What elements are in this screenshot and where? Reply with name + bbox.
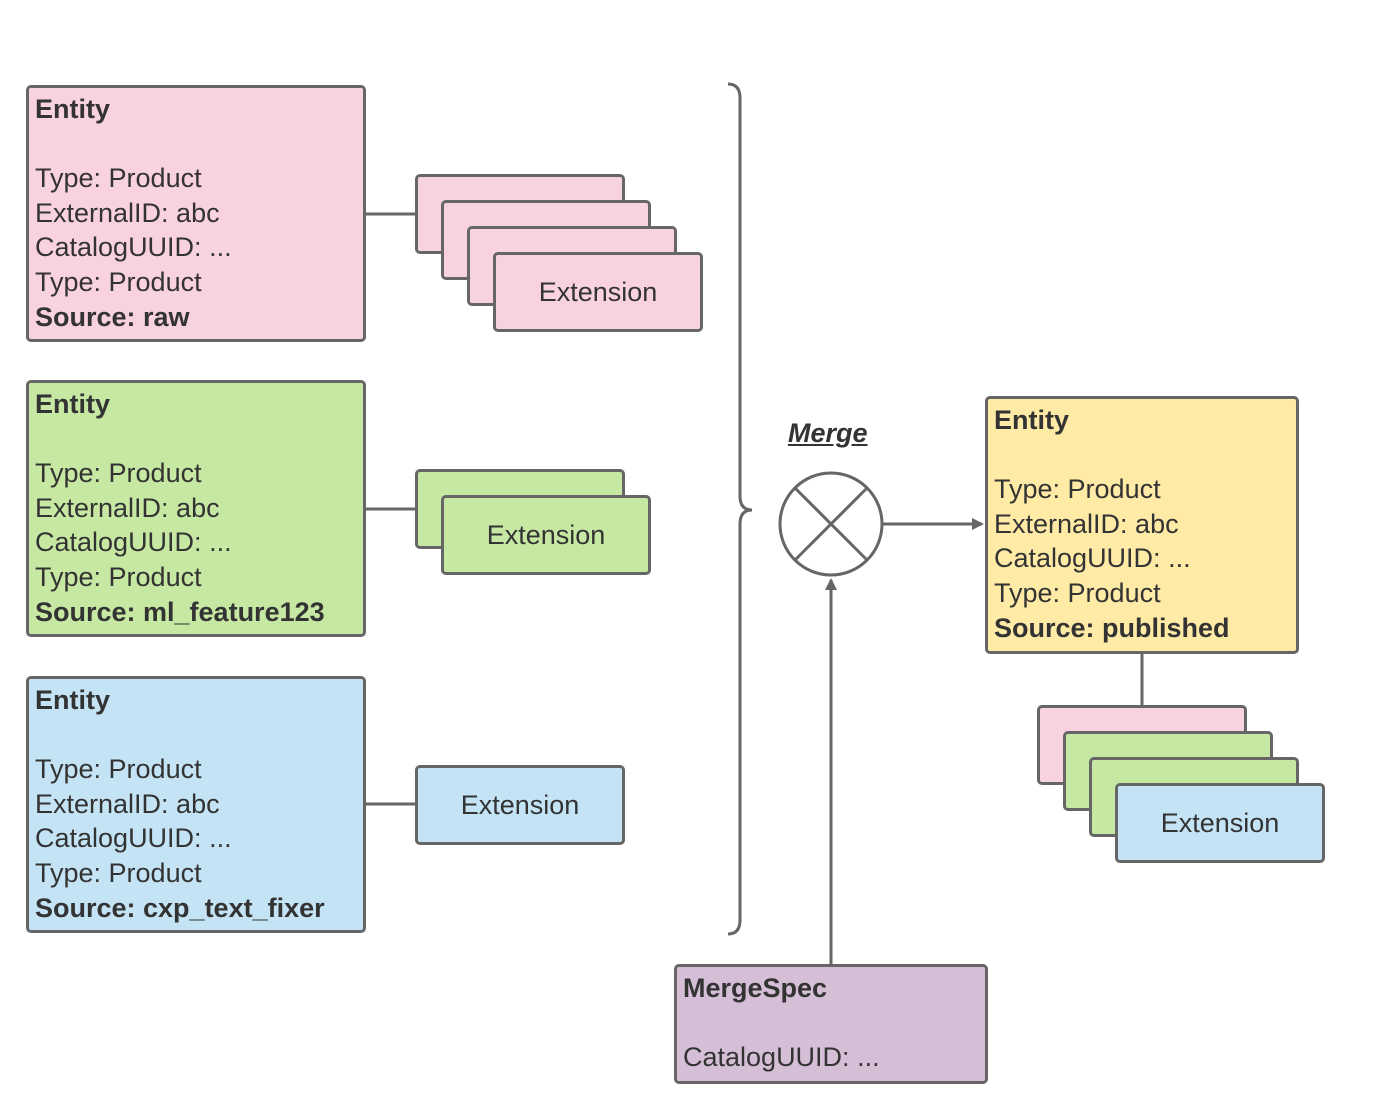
- curly-brace: [727, 82, 753, 936]
- entity-line: Type: Product: [35, 561, 202, 592]
- merge-spec-box: MergeSpec CatalogUUID: ...: [674, 964, 988, 1084]
- merge-spec-line: CatalogUUID: ...: [683, 1042, 880, 1073]
- merge-icon: [778, 471, 884, 577]
- entity-source: Source: cxp_text_fixer: [35, 892, 325, 923]
- extension-label: Extension: [486, 519, 606, 550]
- entity-line: Type: Product: [35, 754, 202, 785]
- entity-line: CatalogUUID: ...: [35, 527, 232, 558]
- entity-line: Type: Product: [994, 577, 1161, 608]
- entity-line: ExternalID: abc: [994, 508, 1179, 539]
- entity-line: CatalogUUID: ...: [35, 823, 232, 854]
- entity-line: ExternalID: abc: [35, 492, 220, 523]
- entity-line: ExternalID: abc: [35, 197, 220, 228]
- extension-label: Extension: [1160, 807, 1280, 838]
- extension-card: Extension: [493, 252, 703, 332]
- extension-card: Extension: [415, 765, 625, 845]
- entity-title: Entity: [35, 685, 111, 715]
- entity-title: Entity: [994, 405, 1070, 435]
- entity-source: Source: ml_feature123: [35, 596, 325, 627]
- merge-label: Merge: [788, 418, 868, 448]
- entity-line: Type: Product: [35, 458, 202, 489]
- entity-box-ml: Entity Type: Product ExternalID: abc Cat…: [26, 380, 366, 637]
- entity-line: CatalogUUID: ...: [35, 232, 232, 263]
- entity-title: Entity: [35, 389, 111, 419]
- entity-title: Entity: [35, 94, 111, 124]
- extension-label: Extension: [460, 789, 580, 820]
- entity-line: Type: Product: [35, 266, 202, 297]
- entity-box-published: Entity Type: Product ExternalID: abc Cat…: [985, 396, 1299, 654]
- entity-source: Source: raw: [35, 301, 190, 332]
- extension-card: Extension: [1115, 783, 1325, 863]
- entity-line: CatalogUUID: ...: [994, 543, 1191, 574]
- entity-box-cxp: Entity Type: Product ExternalID: abc Cat…: [26, 676, 366, 933]
- merge-spec-title: MergeSpec: [683, 973, 828, 1003]
- entity-line: Type: Product: [994, 474, 1161, 505]
- extension-card: Extension: [441, 495, 651, 575]
- entity-box-raw: Entity Type: Product ExternalID: abc Cat…: [26, 85, 366, 342]
- entity-line: ExternalID: abc: [35, 788, 220, 819]
- extension-label: Extension: [538, 276, 658, 307]
- entity-source: Source: published: [994, 612, 1230, 643]
- entity-line: Type: Product: [35, 857, 202, 888]
- entity-line: Type: Product: [35, 163, 202, 194]
